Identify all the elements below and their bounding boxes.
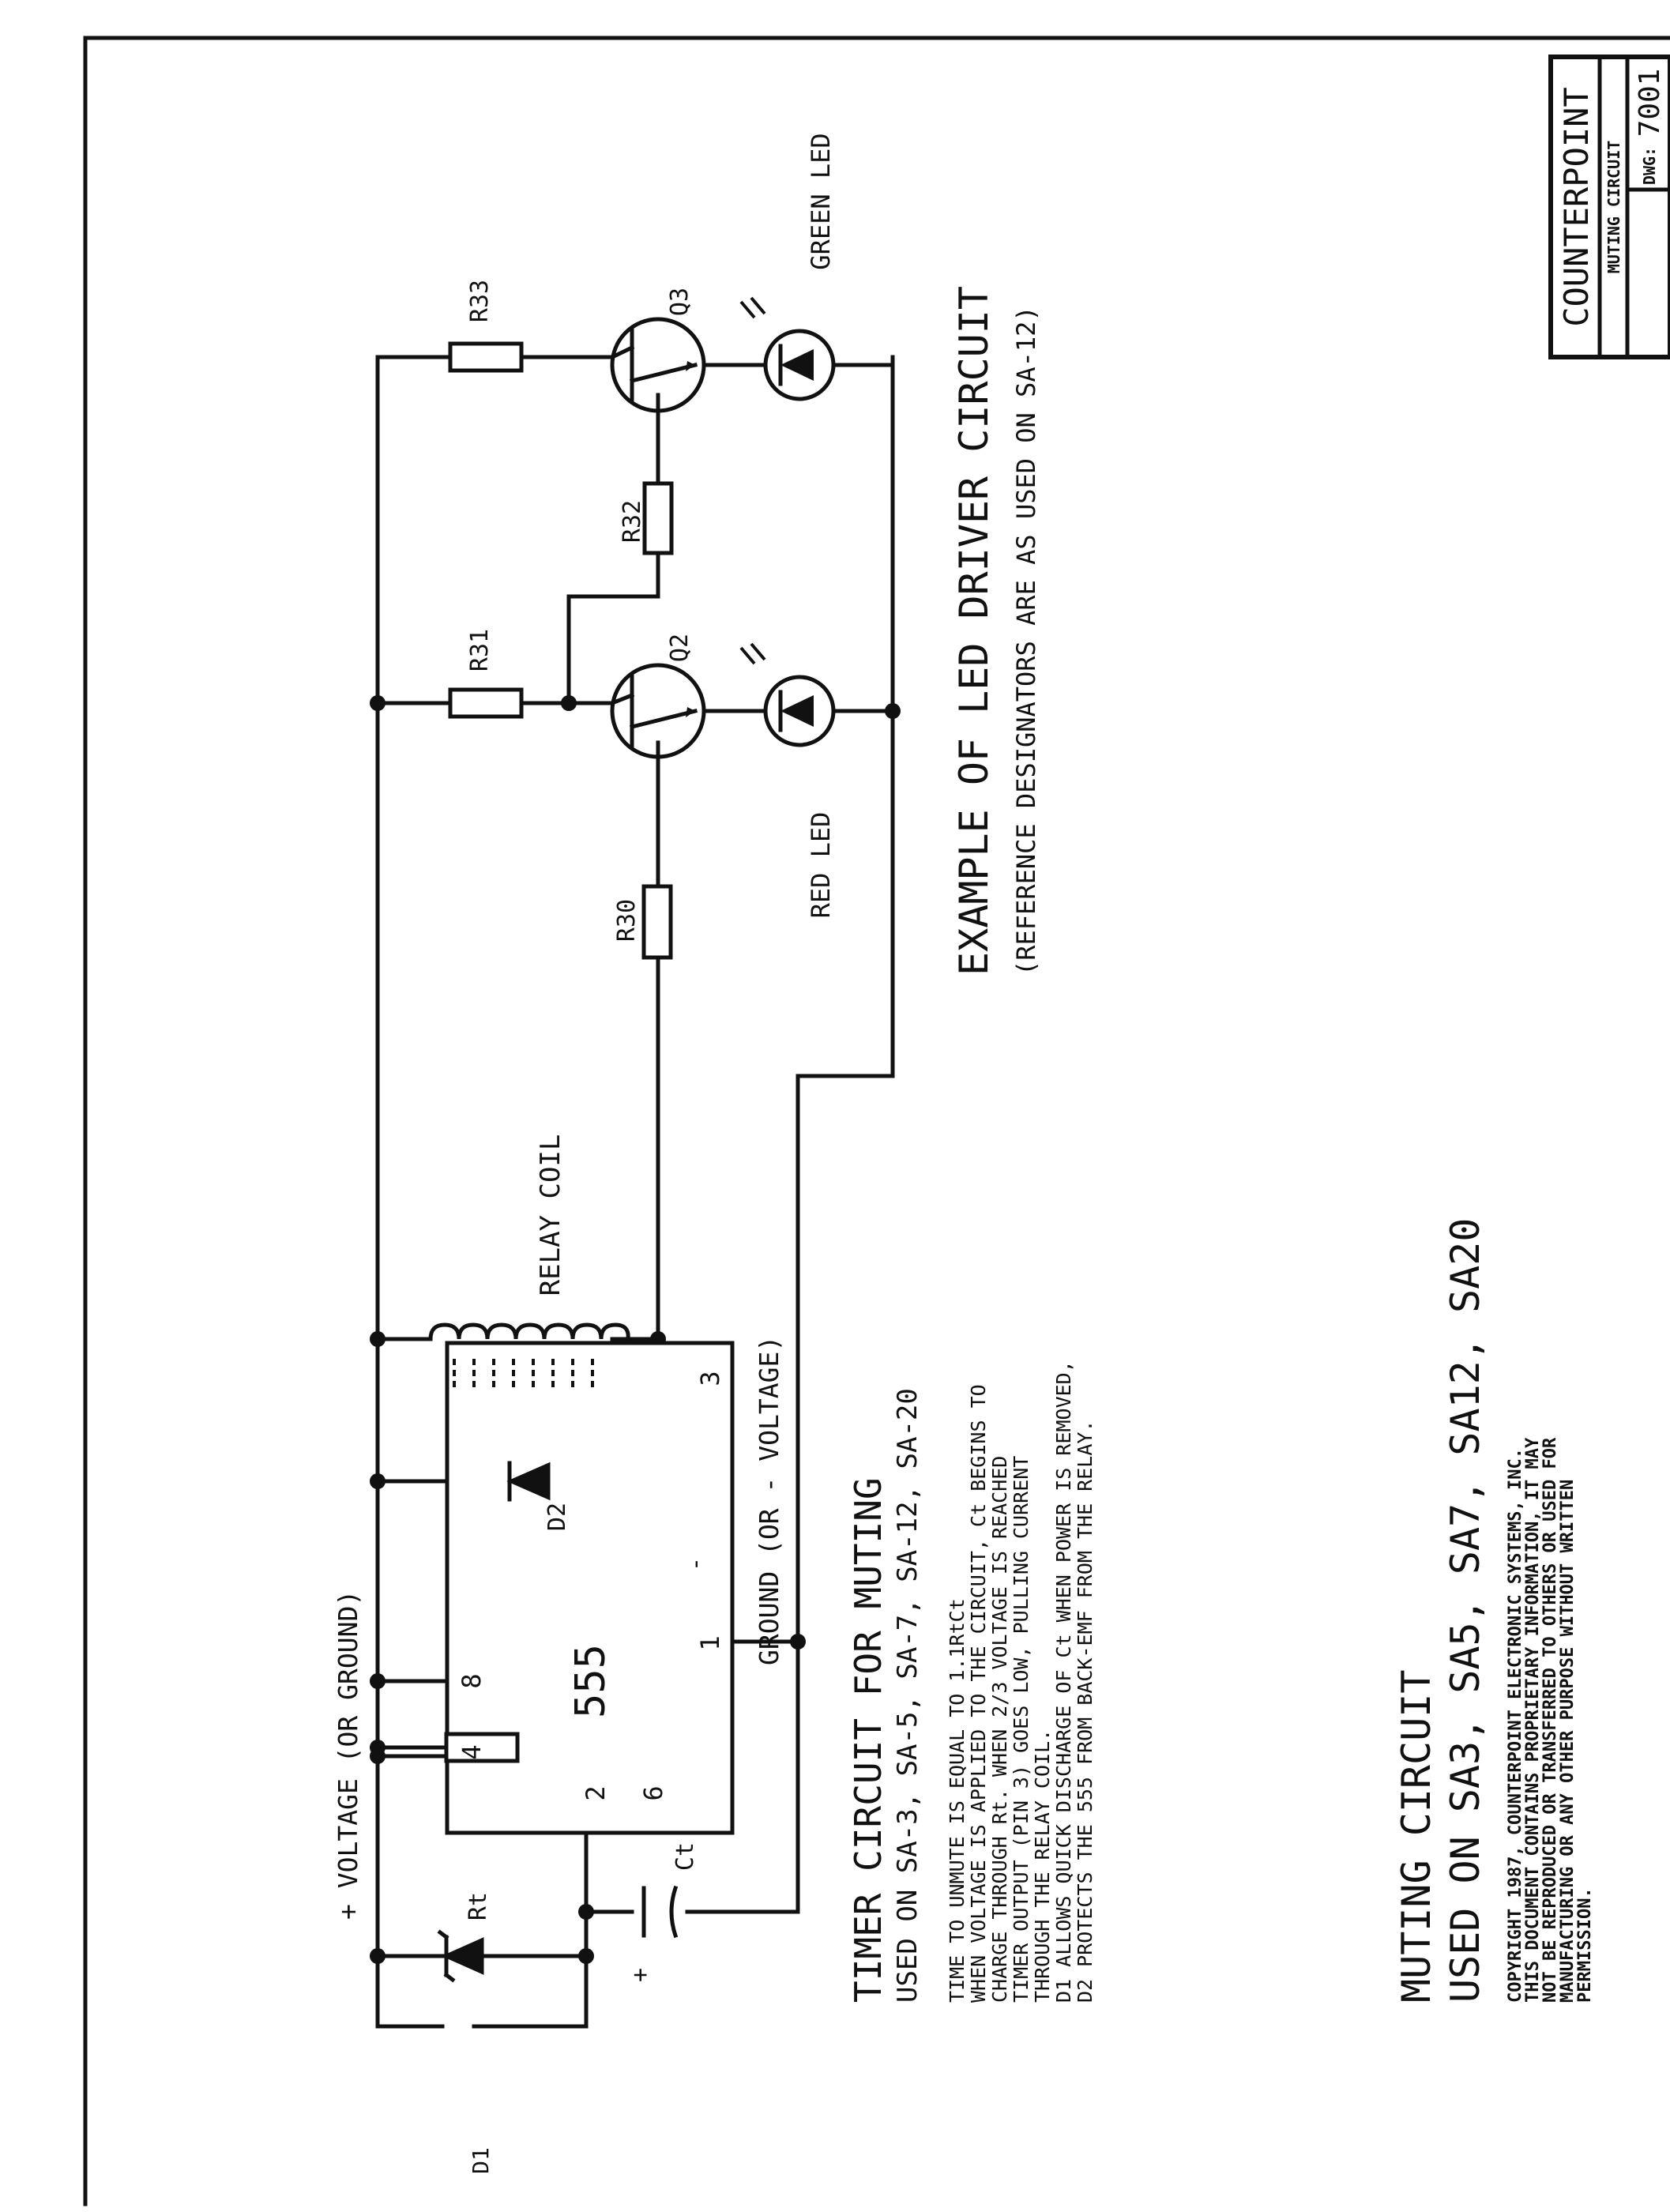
title-block-dwg-number: 7001 (1634, 69, 1666, 137)
minus-mark: - (682, 1557, 709, 1571)
timer-note-line: WHEN VOLTAGE IS APPLIED TO THE CIRCUIT, … (967, 1384, 990, 2003)
rt-label: Rt (465, 1892, 492, 1920)
muting-subtitle: USED ON SA3, SA5, SA7, SA12, SA20 (1442, 1218, 1488, 2003)
r33-label: R33 (466, 280, 494, 322)
copyright-line: PERMISSION. (1575, 1887, 1595, 2003)
diode-d1 (437, 1929, 484, 1983)
ic-555-label: 555 (567, 1644, 615, 1718)
relay-coil (428, 1322, 630, 1390)
resistor-r30 (641, 884, 673, 960)
positive-rail-label: + VOLTAGE (OR GROUND) (333, 1590, 363, 1920)
title-block-company: COUNTERPOINT (1557, 87, 1596, 326)
r32-label: R32 (619, 500, 646, 543)
ic-pin-3: 3 (695, 1371, 725, 1386)
timer-notes: TIME TO UNMUTE IS EQUAL TO 1.1RtCt WHEN … (946, 1360, 1096, 2003)
ic-pin-4: 4 (457, 1744, 487, 1759)
relay-coil-label: RELAY COIL (535, 1134, 566, 1296)
timer-note-line: TIME TO UNMUTE IS EQUAL TO 1.1RtCt (946, 1598, 969, 2003)
r30-label: R30 (613, 899, 641, 942)
timer-note-line: D1 ALLOWS QUICK DISCHARGE OF Ct WHEN POW… (1052, 1360, 1075, 2003)
ground-rail-label: GROUND (OR - VOLTAGE) (754, 1336, 784, 1665)
title-block-frame (1548, 55, 1670, 359)
d2-label: D2 (544, 1503, 571, 1531)
timer-note-line: THROUGH THE RELAY COIL. (1031, 1729, 1054, 2003)
copyright-line: MANUFACTURING OR ANY OTHER PURPOSE WITHO… (1558, 1480, 1578, 2003)
green-led-label: GREEN LED (806, 133, 836, 269)
diode-d2 (506, 1461, 551, 1502)
r31-label: R31 (466, 629, 494, 672)
red-led-label: RED LED (806, 812, 836, 919)
resistor-rt (444, 1732, 520, 1763)
resistor-r32 (642, 481, 674, 555)
ic-pin-1: 1 (695, 1635, 725, 1650)
capacitor-ct (641, 1885, 679, 1939)
q3-label: Q3 (666, 288, 694, 316)
title-block-dwg-label: DWG: (1640, 147, 1659, 185)
ct-plus-label: + (626, 1968, 654, 1982)
timer-note-line: TIMER OUTPUT (PIN 3) GOES LOW, PULLING C… (1010, 1456, 1032, 2003)
copyright-line: COPYRIGHT 1987, COUNTERPOINT ELECTRONIC … (1506, 1448, 1525, 2003)
ic-555-body (445, 1341, 735, 1835)
title-block-drawing-title: MUTING CIRCUIT (1604, 141, 1623, 274)
ic-pin-6: 6 (638, 1785, 668, 1800)
timer-title: TIMER CIRCUIT FOR MUTING (847, 1477, 890, 2003)
copyright-notice: COPYRIGHT 1987, COUNTERPOINT ELECTRONIC … (1506, 1437, 1595, 2003)
resistor-r33 (448, 341, 524, 373)
resistor-r31 (448, 687, 524, 719)
transistor-q3 (609, 317, 706, 441)
transistor-q2 (609, 663, 706, 889)
led-example-title: EXAMPLE OF LED DRIVER CIRCUIT (951, 286, 997, 976)
timer-note-line: D2 PROTECTS THE 555 FROM BACK-EMF FROM T… (1074, 1420, 1096, 2003)
muting-title: MUTING CIRCUIT (1394, 1670, 1439, 2003)
ic-pin-2: 2 (581, 1785, 611, 1800)
d1-label: D1 (468, 2147, 494, 2174)
copyright-line: NOT BE REPRODUCED OR TRANSFERRED TO OTHE… (1540, 1437, 1560, 2003)
green-led (739, 296, 836, 401)
ct-label: Ct (671, 1842, 699, 1871)
timer-subtitle: USED ON SA-3, SA-5, SA-7, SA-12, SA-20 (892, 1388, 923, 2003)
q2-label: Q2 (666, 634, 694, 662)
copyright-line: THIS DOCUMENT CONTAINS PROPRIETARY INFOR… (1523, 1437, 1543, 2003)
red-led (739, 642, 836, 747)
timer-note-line: CHARGE THROUGH Rt. WHEN 2/3 VOLTAGE IS R… (988, 1456, 1011, 2003)
sheet-border (83, 36, 1670, 2206)
ic-pin-8: 8 (457, 1673, 487, 1688)
led-example-subtitle: (REFERENCE DESIGNATORS ARE AS USED ON SA… (1011, 306, 1041, 976)
